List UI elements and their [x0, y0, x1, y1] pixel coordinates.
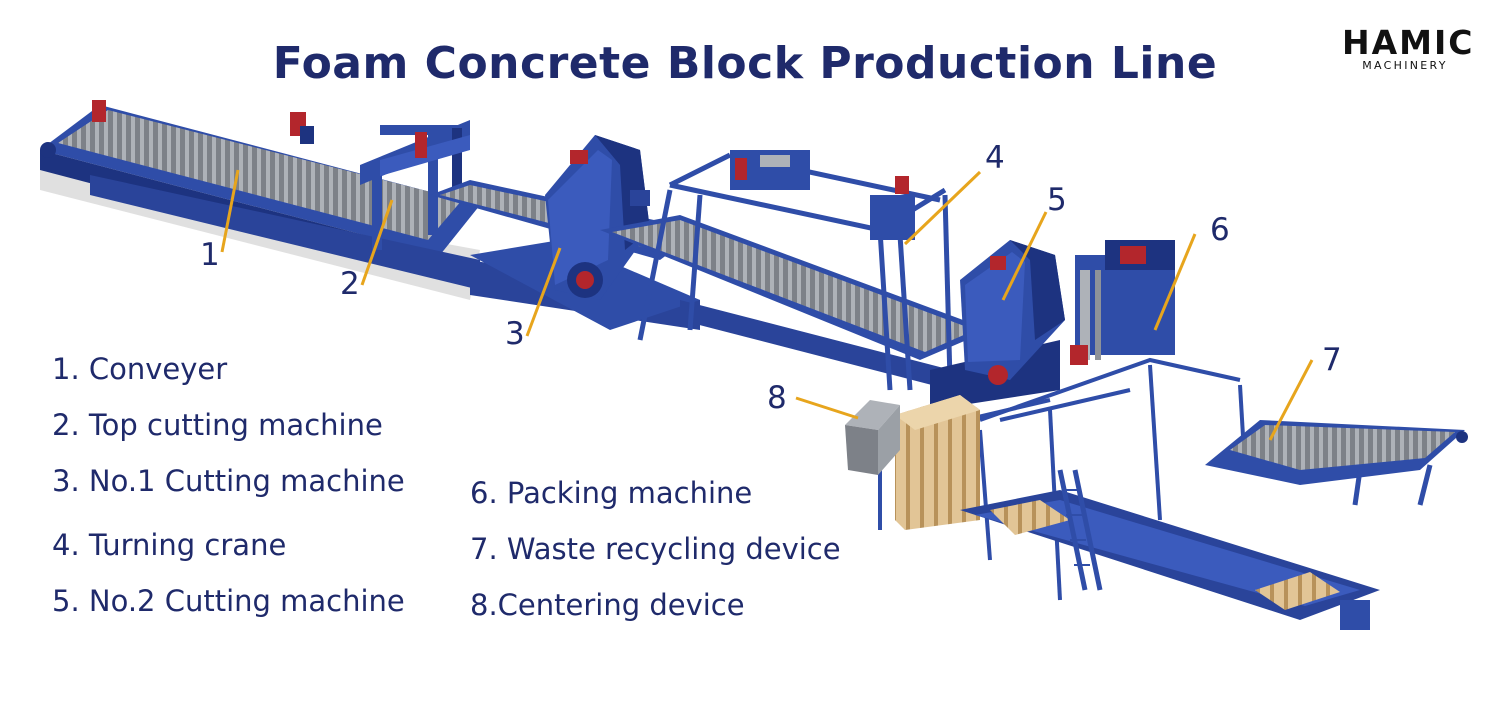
- callout-6: 6: [1210, 212, 1230, 248]
- turning-crane: [637, 150, 953, 391]
- callout-7: 7: [1322, 342, 1342, 378]
- legend-item-packing-machine: 6. Packing machine: [470, 476, 753, 510]
- no2-cutting-machine: [930, 240, 1065, 410]
- no1-cutting-machine: [470, 135, 700, 330]
- legend-item-no2-cutting-machine: 5. No.2 Cutting machine: [52, 584, 405, 618]
- callout-5: 5: [1047, 182, 1067, 218]
- centering-device: [845, 400, 900, 475]
- waste-recycling-device: [1205, 420, 1468, 506]
- output-conveyor: [960, 469, 1380, 630]
- pallet-stack: [895, 395, 980, 530]
- legend-item-centering-device: 8.Centering device: [470, 588, 745, 622]
- callout-1: 1: [200, 237, 220, 273]
- callout-2: 2: [340, 266, 360, 302]
- callout-3: 3: [505, 316, 525, 352]
- top-cutting-machine: [360, 120, 470, 250]
- callout-8: 8: [767, 380, 787, 416]
- legend-item-no1-cutting-machine: 3. No.1 Cutting machine: [52, 464, 405, 498]
- conveyor-section-1: [40, 100, 480, 290]
- callout-4: 4: [985, 140, 1005, 176]
- legend-item-top-cutting-machine: 2. Top cutting machine: [52, 408, 383, 442]
- logo-mark: HAMIC: [1342, 23, 1475, 62]
- leader-lines: [220, 169, 1314, 441]
- legend-item-conveyer: 1. Conveyer: [52, 352, 228, 386]
- legend-item-turning-crane: 4. Turning crane: [52, 528, 287, 562]
- page-title: Foam Concrete Block Production Line: [272, 38, 1218, 89]
- logo-subtitle: MACHINERY: [1362, 59, 1448, 72]
- company-logo: HAMIC MACHINERY: [1342, 23, 1475, 72]
- legend-item-waste-recycling-device: 7. Waste recycling device: [470, 532, 841, 566]
